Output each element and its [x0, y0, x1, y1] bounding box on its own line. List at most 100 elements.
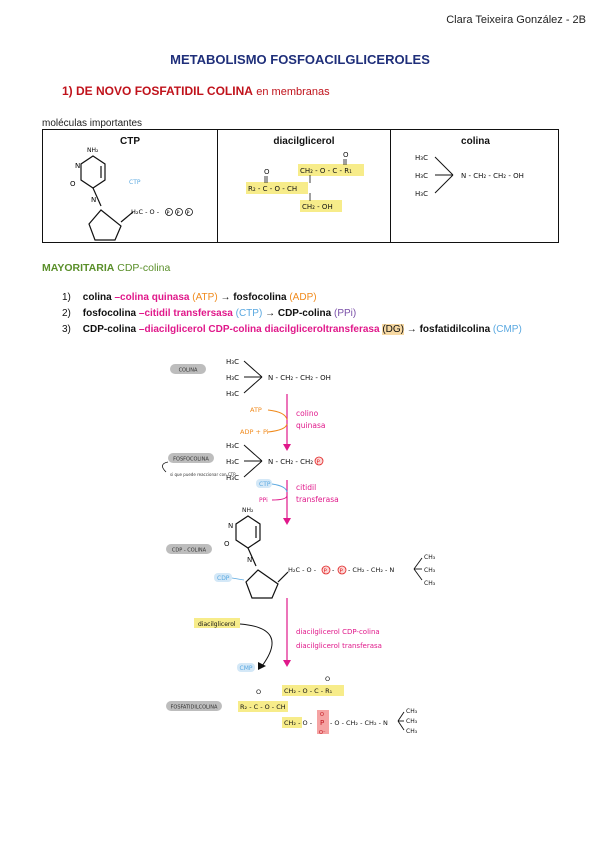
svg-text:NH₂: NH₂ [87, 147, 99, 154]
step-substrate: colina [82, 292, 112, 303]
label-colina: COLINA [179, 368, 198, 374]
svg-text:CH₃: CH₃ [406, 718, 418, 725]
label-pill [166, 701, 222, 711]
svg-text:-: - [332, 566, 335, 574]
section-number: 1) [62, 84, 73, 98]
svg-text:CH₂ - O - C - R₁: CH₂ - O - C - R₁ [300, 167, 352, 175]
svg-text:H₃C: H₃C [226, 374, 239, 382]
svg-text:CH₂ - O -: CH₂ - O - [284, 719, 313, 727]
svg-text:N - CH₂ - CH₂: N - CH₂ - CH₂ [268, 458, 313, 466]
step-substrate: CDP-colina [82, 324, 137, 335]
step-product: fosfatidilcolina [419, 324, 491, 335]
pathway-diagram: COLINA H₃C H₃C H₃C N - CH₂ - CH₂ - OH AT… [162, 358, 436, 736]
svg-text:H₃C: H₃C [415, 190, 428, 198]
svg-text:O: O [343, 151, 349, 159]
cdp-colina-structure [235, 515, 289, 599]
svg-text:R₂ - C - O - CH: R₂ - C - O - CH [240, 703, 286, 711]
svg-text:H₃C: H₃C [226, 442, 239, 450]
svg-text:P: P [324, 569, 328, 575]
step-cofactor: (DG) [382, 324, 405, 335]
step-cofactor: (ATP) [192, 292, 218, 303]
arrow-head-icon [283, 660, 291, 667]
svg-text:H₂C - O -: H₂C - O - [131, 208, 160, 216]
svg-text:CH₂ - OH: CH₂ - OH [302, 203, 333, 211]
svg-text:CH₃: CH₃ [424, 567, 436, 574]
svg-text:O⁻: O⁻ [319, 730, 326, 736]
arrow-head-icon [283, 444, 291, 451]
cdp-label: CDP [217, 575, 230, 582]
svg-text:N: N [228, 522, 233, 530]
cell-colina: colina H₃C H₃C H₃C N - CH₂ - CH₂ - OH [390, 130, 560, 242]
ppi-label: PPi [259, 497, 268, 504]
svg-text:CH₂ - O - C - R₁: CH₂ - O - C - R₁ [284, 687, 333, 695]
svg-text:H₃C: H₃C [226, 358, 239, 366]
step-product: fosfocolina [233, 292, 287, 303]
svg-text:N: N [75, 162, 80, 170]
step-row: 1) colina –colina quinasa (ATP) → fosfoc… [62, 292, 317, 303]
arrow-icon: → [265, 308, 276, 319]
svg-text:P: P [177, 211, 180, 217]
cell-header-ctp: CTP [120, 136, 140, 147]
svg-text:O: O [70, 180, 76, 188]
adp-pi-label: ADP + Pi [240, 428, 269, 436]
mayoritaria-label: MAYORITARIA CDP-colina [42, 262, 170, 274]
diacilglicerol-structure-drawing: CH₂ - O - C - R₁ R₂ - C - O - CH CH₂ - O… [246, 151, 364, 212]
diacilglicerol-label: diacilglicerol [198, 621, 236, 628]
arrow-icon: → [220, 292, 231, 303]
section-subtitle: en membranas [256, 86, 330, 98]
svg-text:H₃C: H₃C [415, 172, 428, 180]
mayoritaria-title: MAYORITARIA [42, 262, 115, 274]
cmp-label: CMP [240, 665, 253, 672]
svg-text:H₃C: H₃C [226, 458, 239, 466]
svg-text:CH₃: CH₃ [406, 728, 418, 735]
step-enzyme: –colina quinasa [114, 292, 190, 303]
svg-text:H₂C - O -: H₂C - O - [288, 566, 317, 574]
section-title: DE NOVO FOSFATIDIL COLINA [76, 84, 253, 98]
svg-text:O: O [264, 168, 270, 176]
mayoritaria-subtitle: CDP-colina [117, 262, 171, 274]
enzyme1-line1: colino [296, 409, 319, 418]
step-product: CDP-colina [277, 308, 332, 319]
cell-header-diacilglicerol: diacilglicerol [273, 136, 335, 147]
label-pill [166, 544, 212, 554]
molecules-caption: moléculas importantes [42, 118, 143, 129]
fosfatidilcolina-structure: CH₂ - O - C - R₁ R₂ - C - O - CH CH₂ - O… [240, 675, 388, 727]
svg-text:P: P [317, 460, 321, 466]
svg-text:H₃C: H₃C [415, 154, 428, 162]
svg-text:N: N [91, 196, 96, 204]
atp-label: ATP [250, 406, 262, 414]
colina-structure-drawing: H₃C H₃C H₃C N - CH₂ - CH₂ - OH [415, 154, 524, 198]
svg-text:N: N [247, 556, 252, 564]
step-enzyme: –citidil transfersasa [138, 308, 233, 319]
label-fosfatidilcolina: FOSFATIDILCOLINA [171, 705, 219, 711]
step-number: 1) [62, 292, 71, 303]
svg-text:- CH₂ - CH₂ - N: - CH₂ - CH₂ - N [348, 566, 394, 574]
molecules-table: CTP NH₂ N O N CTP H₂C - O - P P P diacil… [42, 129, 559, 243]
author-name: Clara Teixeira González - 2B [446, 14, 586, 26]
svg-text:O: O [224, 540, 230, 548]
page-title: METABOLISMO FOSFOACILGLICEROLES [170, 52, 430, 67]
enzyme2-line2: transferasa [296, 495, 339, 504]
enzyme2-line1: citidil [296, 483, 316, 492]
section-heading: 1) DE NOVO FOSFATIDIL COLINA en membrana… [62, 84, 330, 98]
svg-text:H₃C: H₃C [226, 474, 239, 482]
ctp-structure-drawing: NH₂ N O N CTP H₂C - O - P P P [70, 147, 193, 241]
svg-text:N - CH₂ - CH₂ - OH: N - CH₂ - CH₂ - OH [461, 172, 524, 180]
svg-text:- O - CH₂ - CH₂ - N: - O - CH₂ - CH₂ - N [330, 719, 388, 727]
svg-text:O: O [325, 675, 330, 683]
arrow-head-icon [283, 518, 291, 525]
label-fosfocolina: FOSFOCOLINA [173, 457, 209, 463]
svg-text:O: O [320, 712, 324, 718]
svg-text:CTP: CTP [129, 179, 141, 186]
svg-text:CH₃: CH₃ [424, 554, 436, 561]
step-byproduct: (PPi) [333, 308, 357, 319]
enzyme1-line2: quinasa [296, 421, 325, 430]
step-substrate: fosfocolina [82, 308, 137, 319]
enzyme3-line2: diacilglicerol transferasa [296, 642, 382, 650]
svg-text:CH₃: CH₃ [406, 708, 418, 715]
svg-text:P: P [167, 211, 170, 217]
svg-text:R₂ - C - O - CH: R₂ - C - O - CH [248, 185, 297, 193]
svg-text:CH₃: CH₃ [424, 580, 436, 587]
svg-text:P: P [187, 211, 190, 217]
step-row: 3) CDP-colina –diacilglicerol CDP-colina… [62, 324, 522, 335]
